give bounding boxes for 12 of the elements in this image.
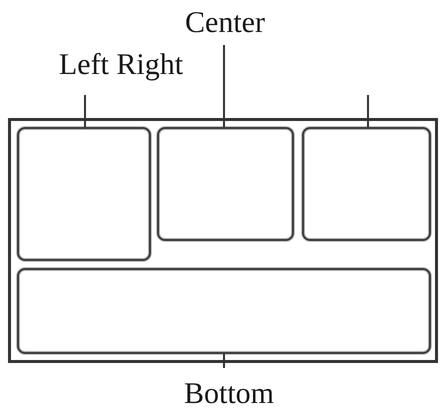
leader-line bbox=[223, 354, 225, 368]
callout-label: Center bbox=[175, 5, 275, 41]
rounded-panel bbox=[157, 127, 294, 241]
callout-label: Bottom bbox=[179, 376, 279, 412]
rounded-panel bbox=[17, 268, 431, 354]
rounded-panel bbox=[302, 127, 431, 241]
outer-frame bbox=[8, 118, 438, 363]
callout-label: Left Right bbox=[55, 47, 187, 83]
leader-line bbox=[84, 95, 86, 127]
leader-line bbox=[223, 45, 225, 127]
leader-line bbox=[367, 95, 369, 127]
rounded-panel bbox=[17, 127, 151, 261]
